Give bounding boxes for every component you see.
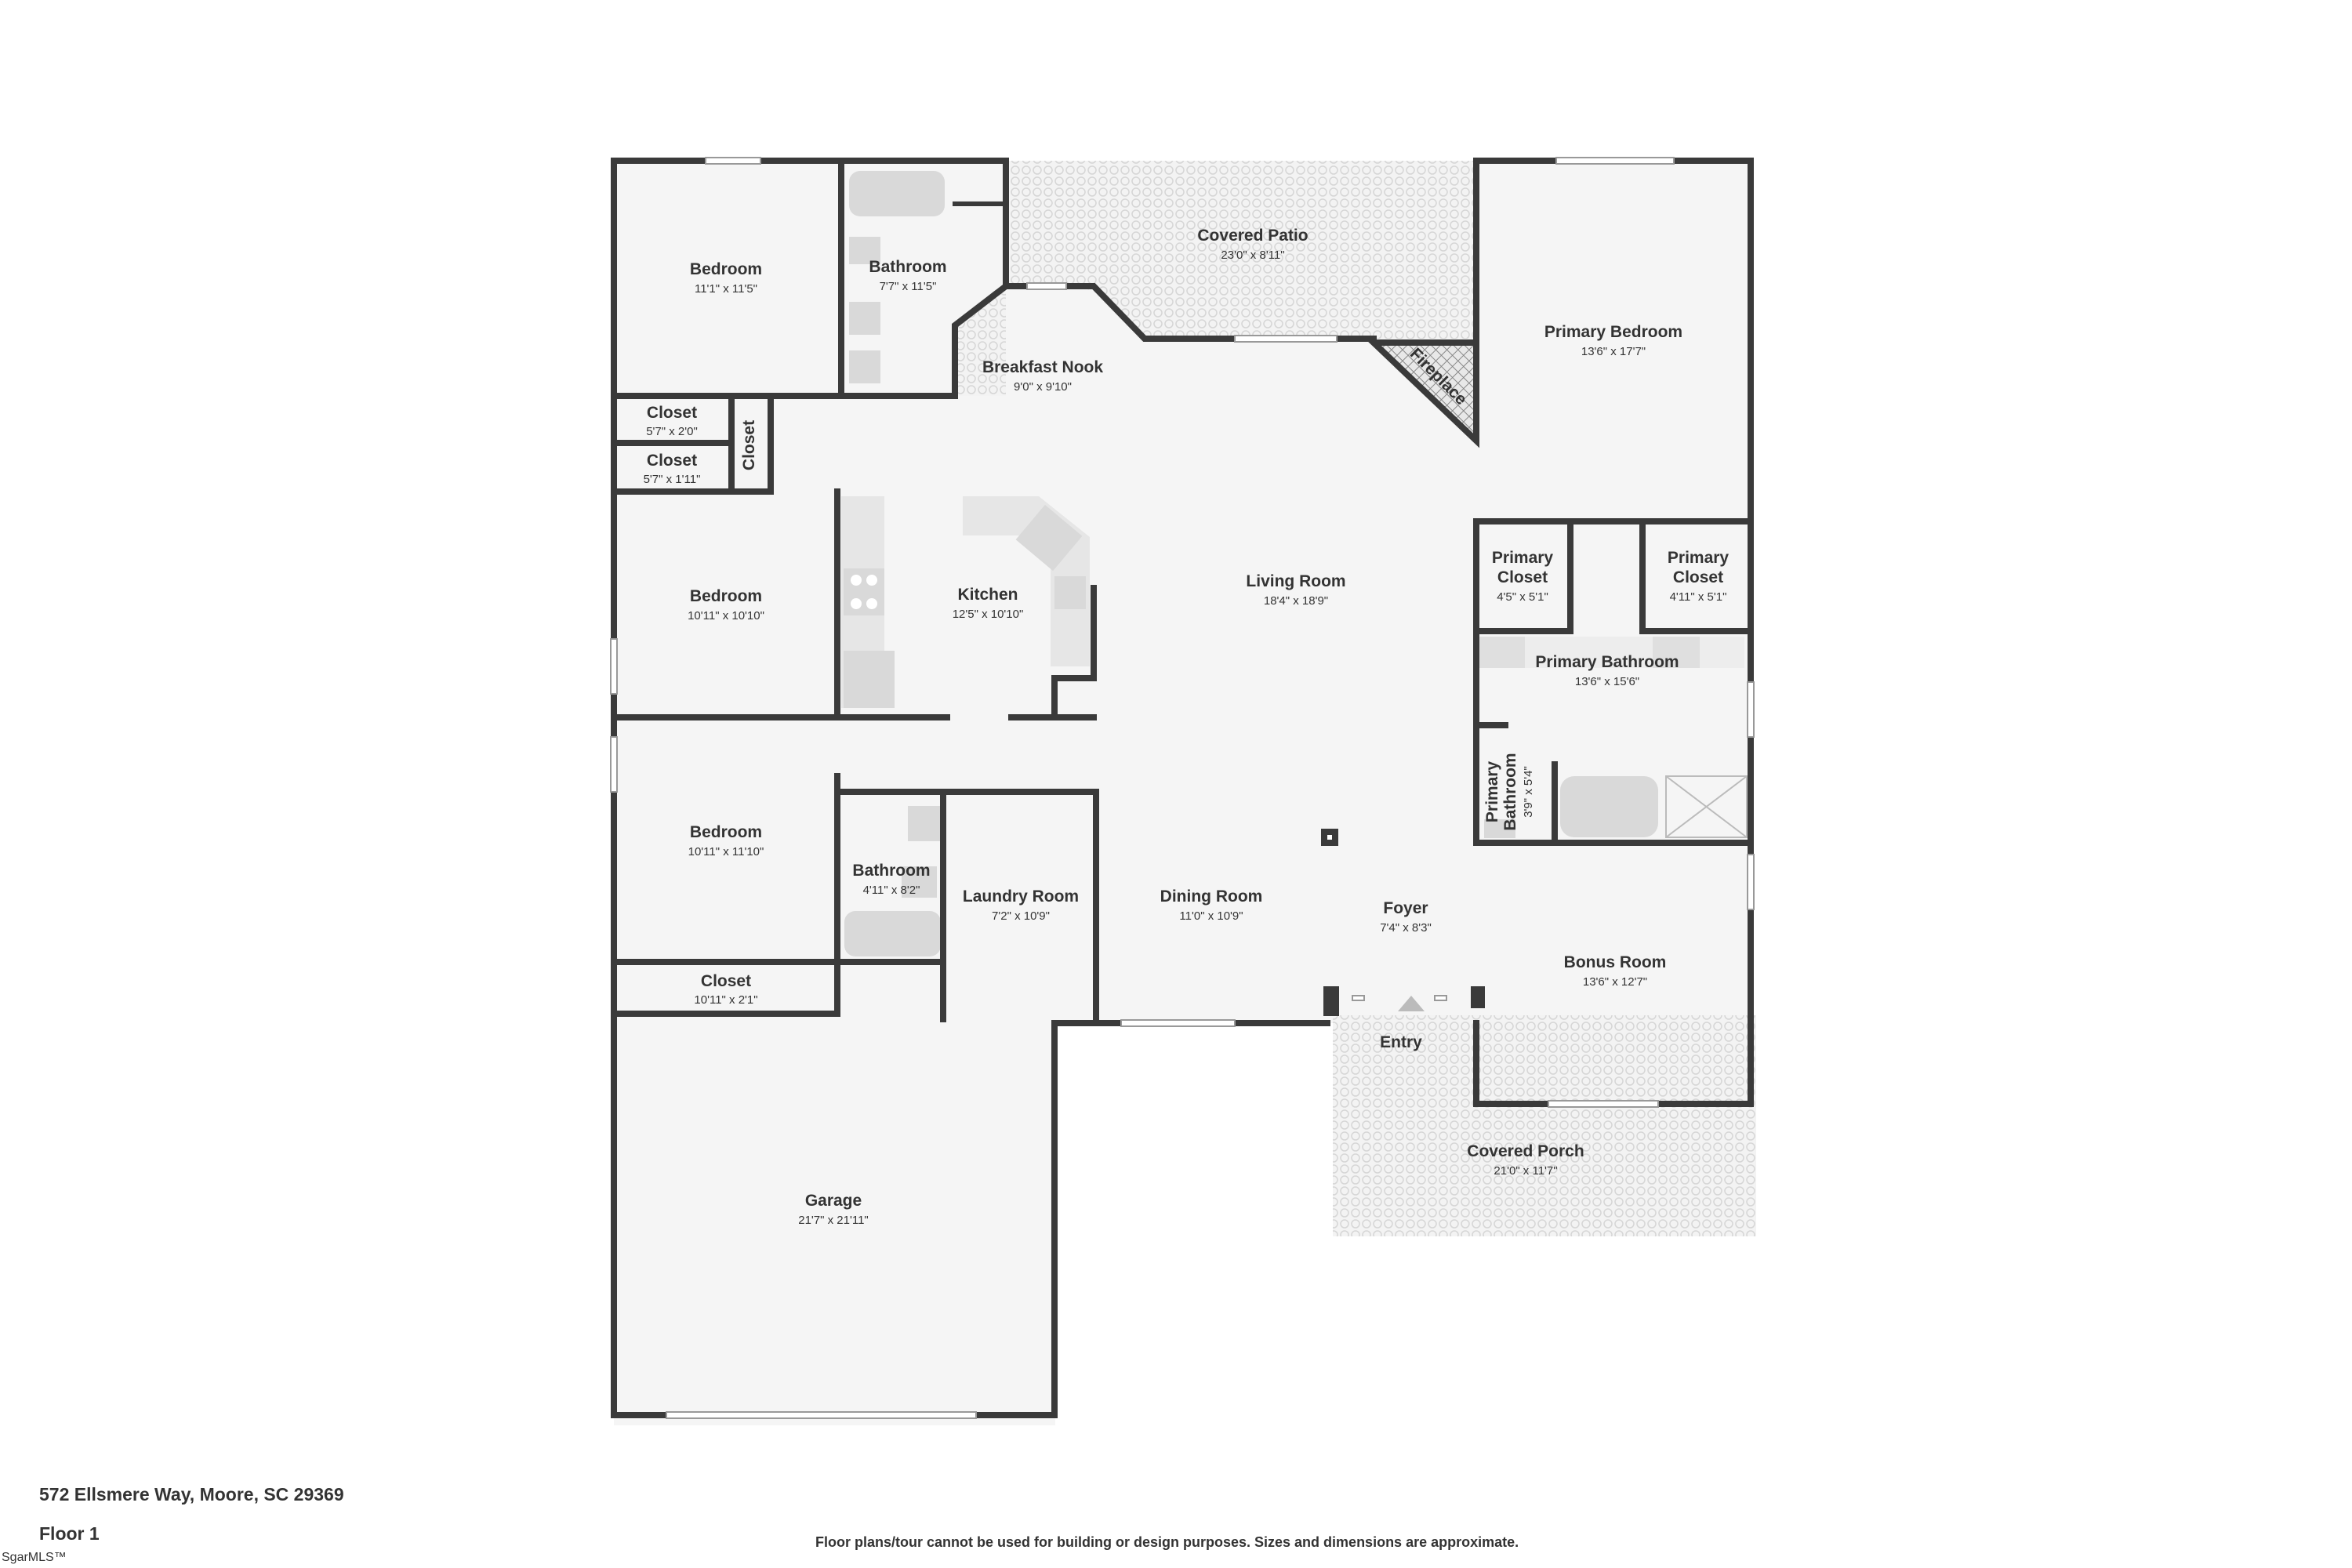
mls-logo: SgarMLS™: [2, 1551, 67, 1564]
walls: [611, 158, 1754, 1418]
closet2-name: Closet: [647, 452, 697, 470]
patio-dim: 23'0" x 8'11": [1221, 249, 1284, 262]
fixtures: [841, 171, 1748, 1011]
primary-closet1-dim: 4'5" x 5'1": [1497, 590, 1548, 604]
laundry-dim: 7'2" x 10'9": [992, 909, 1050, 923]
closet4-name: Closet: [701, 972, 751, 990]
porch-dim: 21'0" x 11'7": [1494, 1164, 1557, 1178]
dining-dim: 11'0" x 10'9": [1179, 909, 1243, 923]
primary-bath-name: Primary Bathroom: [1535, 653, 1679, 671]
bedroom1-dim: 11'1" x 11'5": [695, 282, 757, 296]
primary-bedroom-dim: 13'6" x 17'7": [1581, 345, 1646, 358]
bedroom3-dim: 10'11" x 11'10": [688, 845, 764, 858]
windows: [610, 157, 1755, 1419]
primary-bath2-name: Primary: [1483, 761, 1501, 823]
primary-closet2-name2: Closet: [1673, 568, 1723, 586]
living-name: Living Room: [1246, 572, 1345, 590]
living-dim: 18'4" x 18'9": [1264, 594, 1328, 608]
bedroom2-dim: 10'11" x 10'10": [688, 609, 764, 622]
garage-name: Garage: [805, 1192, 862, 1210]
dining-name: Dining Room: [1160, 887, 1263, 906]
bathroom2-dim: 4'11" x 8'2": [863, 884, 920, 897]
porch-name: Covered Porch: [1467, 1142, 1584, 1160]
primary-closet1-name2: Closet: [1497, 568, 1548, 586]
bonus-dim: 13'6" x 12'7": [1583, 975, 1647, 989]
closet2-dim: 5'7" x 1'11": [644, 473, 701, 486]
bonus-name: Bonus Room: [1564, 953, 1667, 971]
breakfast-dim: 9'0" x 9'10": [1014, 380, 1072, 394]
bedroom3-name: Bedroom: [690, 823, 762, 841]
room-labels: Bedroom 11'1" x 11'5" Bathroom 7'7" x 11…: [644, 227, 1730, 1227]
laundry-name: Laundry Room: [963, 887, 1079, 906]
primary-bath2-name2: Bathroom: [1501, 753, 1519, 830]
bedroom2-name: Bedroom: [690, 587, 762, 605]
property-address: 572 Ellsmere Way, Moore, SC 29369: [39, 1484, 344, 1504]
foyer-dim: 7'4" x 8'3": [1380, 921, 1432, 935]
primary-bedroom-name: Primary Bedroom: [1544, 323, 1682, 341]
disclaimer-text: Floor plans/tour cannot be used for buil…: [815, 1534, 1519, 1550]
breakfast-name: Breakfast Nook: [982, 358, 1103, 376]
floor-areas: [614, 161, 1756, 1425]
garage-dim: 21'7" x 21'11": [798, 1214, 869, 1227]
closet1-dim: 5'7" x 2'0": [646, 425, 698, 438]
bathroom1-dim: 7'7" x 11'5": [880, 280, 937, 293]
kitchen-name: Kitchen: [957, 586, 1018, 604]
entry-name: Entry: [1380, 1033, 1422, 1051]
bathroom2-name: Bathroom: [852, 862, 930, 880]
primary-closet1-name: Primary: [1492, 549, 1554, 567]
floor-label: Floor 1: [39, 1523, 100, 1544]
porch-area-right: [1474, 1105, 1756, 1236]
primary-bath2-dim: 3'9" x 5'4": [1522, 766, 1535, 818]
primary-bath-dim: 13'6" x 15'6": [1575, 675, 1639, 688]
patio-name: Covered Patio: [1197, 227, 1308, 245]
foyer-name: Foyer: [1383, 899, 1428, 917]
primary-closet2-dim: 4'11" x 5'1": [1670, 590, 1727, 604]
bedroom1-name: Bedroom: [690, 260, 762, 278]
closet4-dim: 10'11" x 2'1": [694, 993, 757, 1007]
closet1-name: Closet: [647, 404, 697, 422]
bathroom1-name: Bathroom: [869, 258, 946, 276]
kitchen-dim: 12'5" x 10'10": [953, 608, 1024, 621]
closet3-name: Closet: [740, 420, 758, 470]
primary-closet2-name: Primary: [1668, 549, 1730, 567]
